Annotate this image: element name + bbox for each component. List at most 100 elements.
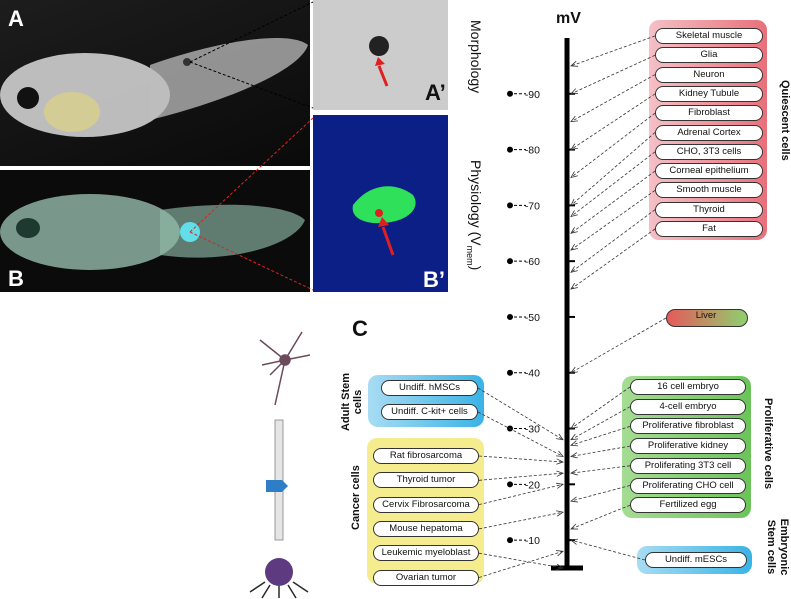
proliferative-cell-pill: Proliferative fibroblast [630,418,746,435]
cancer-cell-arrow [478,455,564,463]
tadpole-illustration-b [0,194,305,270]
liver-arrow [570,317,667,374]
cancer-cell-arrow [478,483,564,505]
quiescent-cell-arrow-head [570,282,578,290]
quiescent-cell-pill: Adrenal Cortex [655,124,763,141]
cancer-cell-pill: Leukemic myeloblast [373,545,479,562]
quiescent-cell-arrow-head [570,227,578,234]
adult-stem-cell-pill: Undiff. hMSCs [381,380,478,396]
proliferative-cell-arrow [570,386,631,429]
tick-label: -30 [525,424,540,436]
tick-label: -20 [525,479,540,491]
proliferative-cell-arrow-head [569,452,578,459]
tick-label: -70 [525,200,540,212]
quiescent-cell-arrow [570,209,656,273]
panel-a-tadpole-photo: A [0,0,310,166]
proliferative-cell-arrow [570,465,631,474]
cancer-cell-arrow-head [556,458,565,465]
cancer-cell-pill: Thyroid tumor [373,472,479,489]
adult-stem-cell-arrow-head [556,433,564,441]
proliferative-cell-arrow [570,426,631,446]
cancer-cell-pill: Rat fibrosarcoma [373,448,479,464]
quiescent-cell-pill: CHO, 3T3 cells [655,143,763,160]
panel-a-prime-label: A’ [425,80,446,105]
quiescent-cell-arrow-head [570,143,578,151]
tick-dot [507,258,513,265]
adult-stem-cell-pill: Undiff. C-kit+ cells [381,404,478,420]
quiescent-cell-pill: Fibroblast [655,105,763,122]
quiescent-cell-pill: Glia [655,47,763,64]
panel-connector-lines [189,1,314,291]
cancer-cell-arrow-head [556,563,565,570]
proliferative-cell-arrow [570,406,631,441]
quiescent-cell-arrow-head [570,171,578,179]
quiescent-cell-arrow-head [570,88,579,95]
proliferative-cell-pill: Fertilized egg [630,497,746,514]
quiescent-cell-arrow [570,35,656,67]
tick-dot [507,146,513,153]
tick-label: -90 [525,89,540,101]
proliferative-cell-arrow [570,485,631,502]
quiescent-cell-arrow [570,54,656,95]
cell-state-illustration [249,331,311,599]
cancer-cell-pill: Cervix Fibrosarcoma [373,496,479,513]
quiescent-cell-pill: Thyroid [655,201,763,218]
quiescent-cell-pill: Kidney Tubule [655,85,763,102]
cancer-cell-arrow [478,472,564,481]
quiescent-cell-pill: Neuron [655,66,763,83]
proliferative-cell-pill: 16 cell embryo [630,379,746,395]
proliferative-cell-arrow-head [570,440,579,447]
liver-arrow-head [570,366,578,374]
panel-b-prime-voltage-dye-photo: B’ [313,115,448,292]
tick-dot [507,202,513,209]
embryonic-stem-cell-arrow-head [570,538,578,545]
quiescent-cell-arrow-head [570,243,578,251]
quiescent-cell-pill: Fat [655,221,763,237]
cancer-cell-arrow [478,511,564,530]
proliferative-cell-arrow [570,445,631,457]
proliferative-cell-arrow-head [569,469,578,476]
quiescent-cell-arrow-head [570,266,578,273]
panel-a-prime-zoom-photo: A’ [313,0,448,110]
cancer-cell-arrow [478,552,564,569]
tick-label: -40 [525,368,540,380]
cancer-cell-arrow-head [556,470,565,477]
stem-cell-icon [249,558,309,599]
panel-b-fluorescence-photo: B [0,170,310,292]
proliferative-cell-arrow-head [570,496,578,503]
quiescent-cell-arrow-head [570,198,578,207]
quiescent-cell-arrow [570,170,656,234]
tick-label: -80 [525,145,540,157]
tick-dot [507,90,513,97]
cancer-cell-pill: Mouse hepatoma [373,520,479,537]
quiescent-cell-arrow [570,132,656,206]
cancer-cell-pill: Ovarian tumor [373,569,479,586]
slider-marker-icon [266,480,288,492]
zoom-illustration-a-prime [313,0,448,110]
embryonic-stem-cell-arrow [570,539,646,561]
quiescent-cell-arrow [570,93,656,150]
cancer-cell-arrow-head [556,482,564,489]
quiescent-cell-arrow-head [570,115,579,123]
quiescent-cell-pill: Smooth muscle [655,182,763,199]
proliferative-cell-pill: Proliferating CHO cell [630,477,746,494]
quiescent-cell-arrow-head [570,60,579,67]
proliferative-cell-arrow-head [570,523,579,530]
cancer-cell-arrow-head [555,550,564,557]
tick-dot [507,313,513,320]
proliferative-cell-pill: Proliferative kidney [630,438,746,455]
adult-stem-cell-arrow [477,411,564,457]
panel-b-prime-label: B’ [423,267,445,292]
quiescent-cell-arrow [570,190,656,251]
tick-dot [507,537,513,544]
tick-dot [507,481,513,488]
proliferative-cell-arrow-head [570,422,578,430]
proliferative-cell-pill: 4-cell embryo [630,398,746,415]
quiescent-cell-pill: Corneal epithelium [655,163,763,180]
liver-pill: Liver [695,310,717,321]
tadpole-illustration-a [0,37,308,137]
liver-box [666,309,748,327]
proliferative-cell-arrow-head [570,433,579,441]
tick-label: -60 [525,256,540,268]
